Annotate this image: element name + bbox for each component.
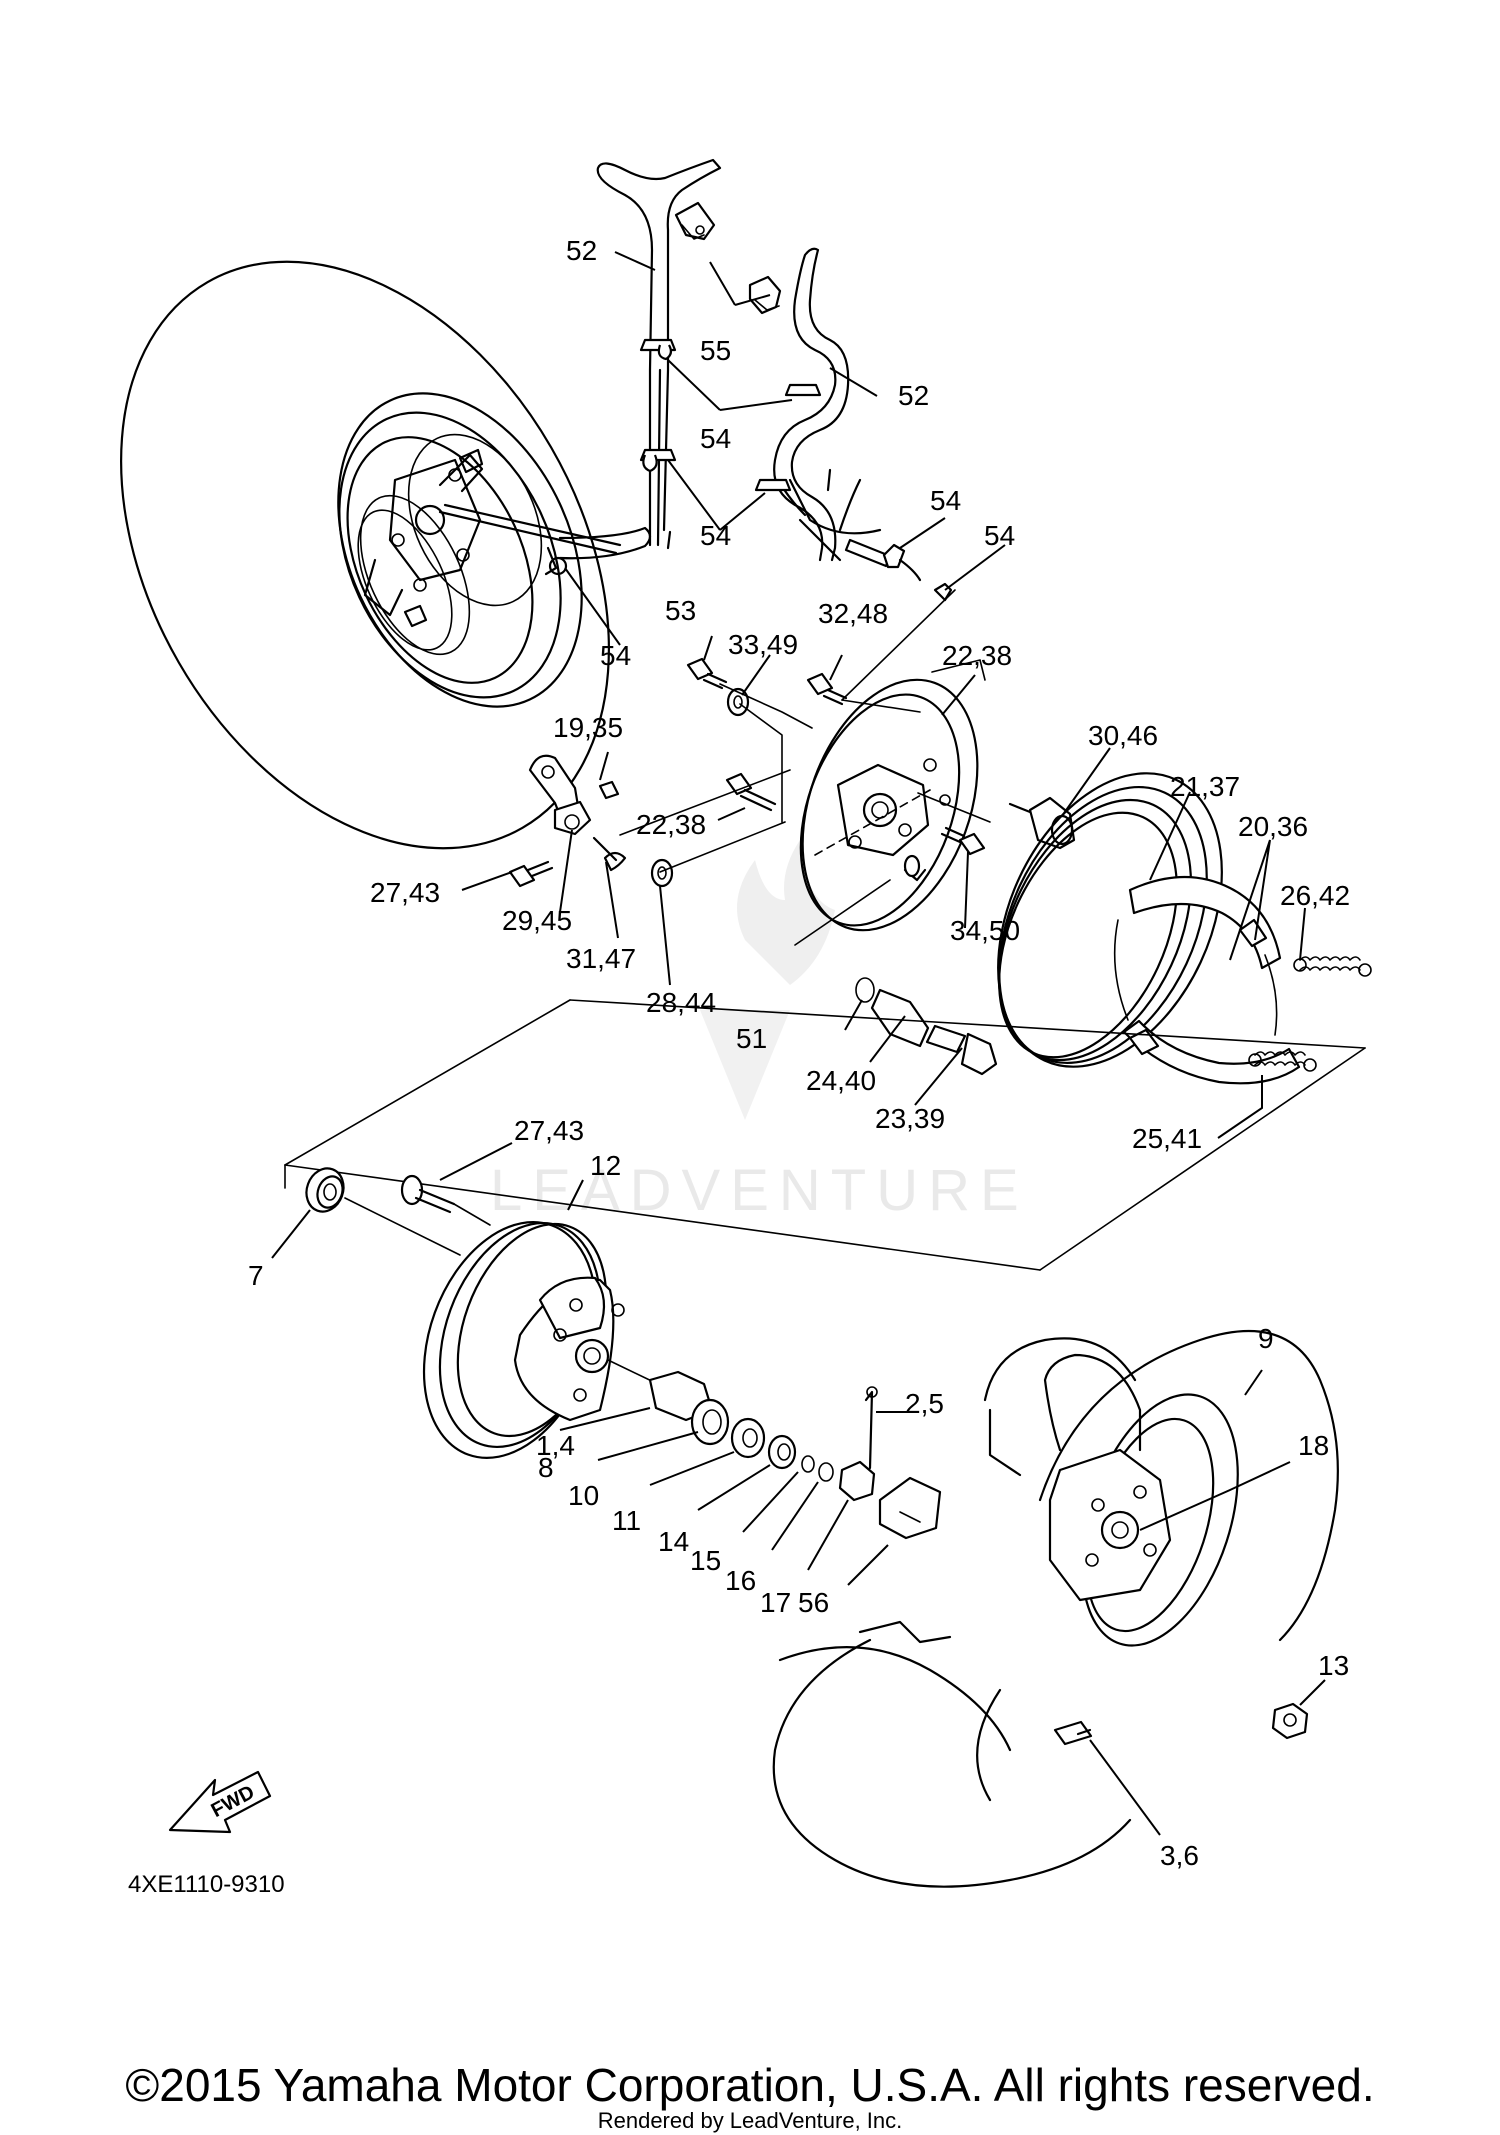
tire-wheel-halves [772,1329,1339,1888]
adjuster-parts [855,977,998,1076]
callout-label: 55 [700,335,731,366]
callout-label: 16 [725,1565,756,1596]
callout-label: 25,41 [1132,1123,1202,1154]
callout-label: 11 [612,1505,641,1536]
wheel-stud-12 [400,1174,491,1226]
fwd-direction-arrow: FWD [168,1770,272,1834]
callout-label: 23,39 [875,1103,945,1134]
copyright-notice: ©2015 Yamaha Motor Corporation, U.S.A. A… [125,2059,1375,2111]
callout-label: 13 [1318,1650,1349,1681]
callout-labels: 52 52 55 54 54 54 54 54 53 33,49 32,48 2… [248,235,1350,1871]
svg-text:LEADVENTURE: LEADVENTURE [490,1158,1029,1223]
callout-label: 56 [798,1587,829,1618]
callout-label: 18 [1298,1430,1329,1461]
callout-label: 21,37 [1170,771,1240,802]
brake-panel-assembly [799,678,979,932]
brake-cables [596,158,953,602]
brake-panel-fasteners [650,657,986,888]
callout-label: 26,42 [1280,880,1350,911]
exploded-frame [284,999,1366,1271]
callout-label: 52 [898,380,929,411]
wheel-hub-7 [422,1221,661,1459]
callout-label: 30,46 [1088,720,1158,751]
callout-label: 20,36 [1238,811,1308,842]
callout-label: 19,35 [553,712,623,743]
callout-label: 9 [1258,1323,1274,1354]
callout-leaders [271,251,1326,1836]
brake-shoes [1113,875,1301,1085]
callout-label: 15 [690,1545,721,1576]
bearing-9 [305,1167,461,1256]
callout-label: 54 [700,423,731,454]
callout-label: 31,47 [566,943,636,974]
callout-label: 34,50 [950,915,1020,946]
return-springs [1248,956,1372,1072]
callout-label: 54 [984,520,1015,551]
callout-label: 10 [568,1480,599,1511]
callout-label: 54 [930,485,961,516]
assembled-wheel-illustration [120,260,652,850]
callout-label: 1,4 [536,1430,575,1461]
callout-label: 27,43 [370,877,440,908]
callout-label: 14 [658,1526,689,1557]
brake-drum-ring [997,772,1223,1068]
callout-label: 51 [736,1023,767,1054]
callout-label: 2,5 [905,1388,944,1419]
callout-label: 24,40 [806,1065,876,1096]
callout-label: 54 [700,520,731,551]
rendered-by-credit: Rendered by LeadVenture, Inc. [597,2108,903,2133]
callout-label: 3,6 [1160,1840,1199,1871]
callout-label: 22,38 [942,640,1012,671]
callout-label: 28,44 [646,987,716,1018]
callout-label: 7 [248,1260,264,1291]
brake-arm-assembly [508,754,627,888]
drawing-code: 4XE1110-9310 [128,1871,285,1898]
assembly-guide-lines [619,589,991,946]
callout-label: 52 [566,235,597,266]
callout-label: 17 [760,1587,791,1618]
lug-nut-13 [1271,1702,1309,1740]
callout-label: 12 [590,1150,621,1181]
callout-label: 32,48 [818,598,888,629]
callout-label: 8 [538,1452,554,1483]
callout-label: 53 [665,595,696,626]
callout-label: 29,45 [502,905,572,936]
axle-stack [648,1370,942,1540]
callout-label: 22,38 [636,809,706,840]
callout-label: 54 [600,640,631,671]
callout-label: 27,43 [514,1115,584,1146]
callout-label: 33,49 [728,629,798,660]
